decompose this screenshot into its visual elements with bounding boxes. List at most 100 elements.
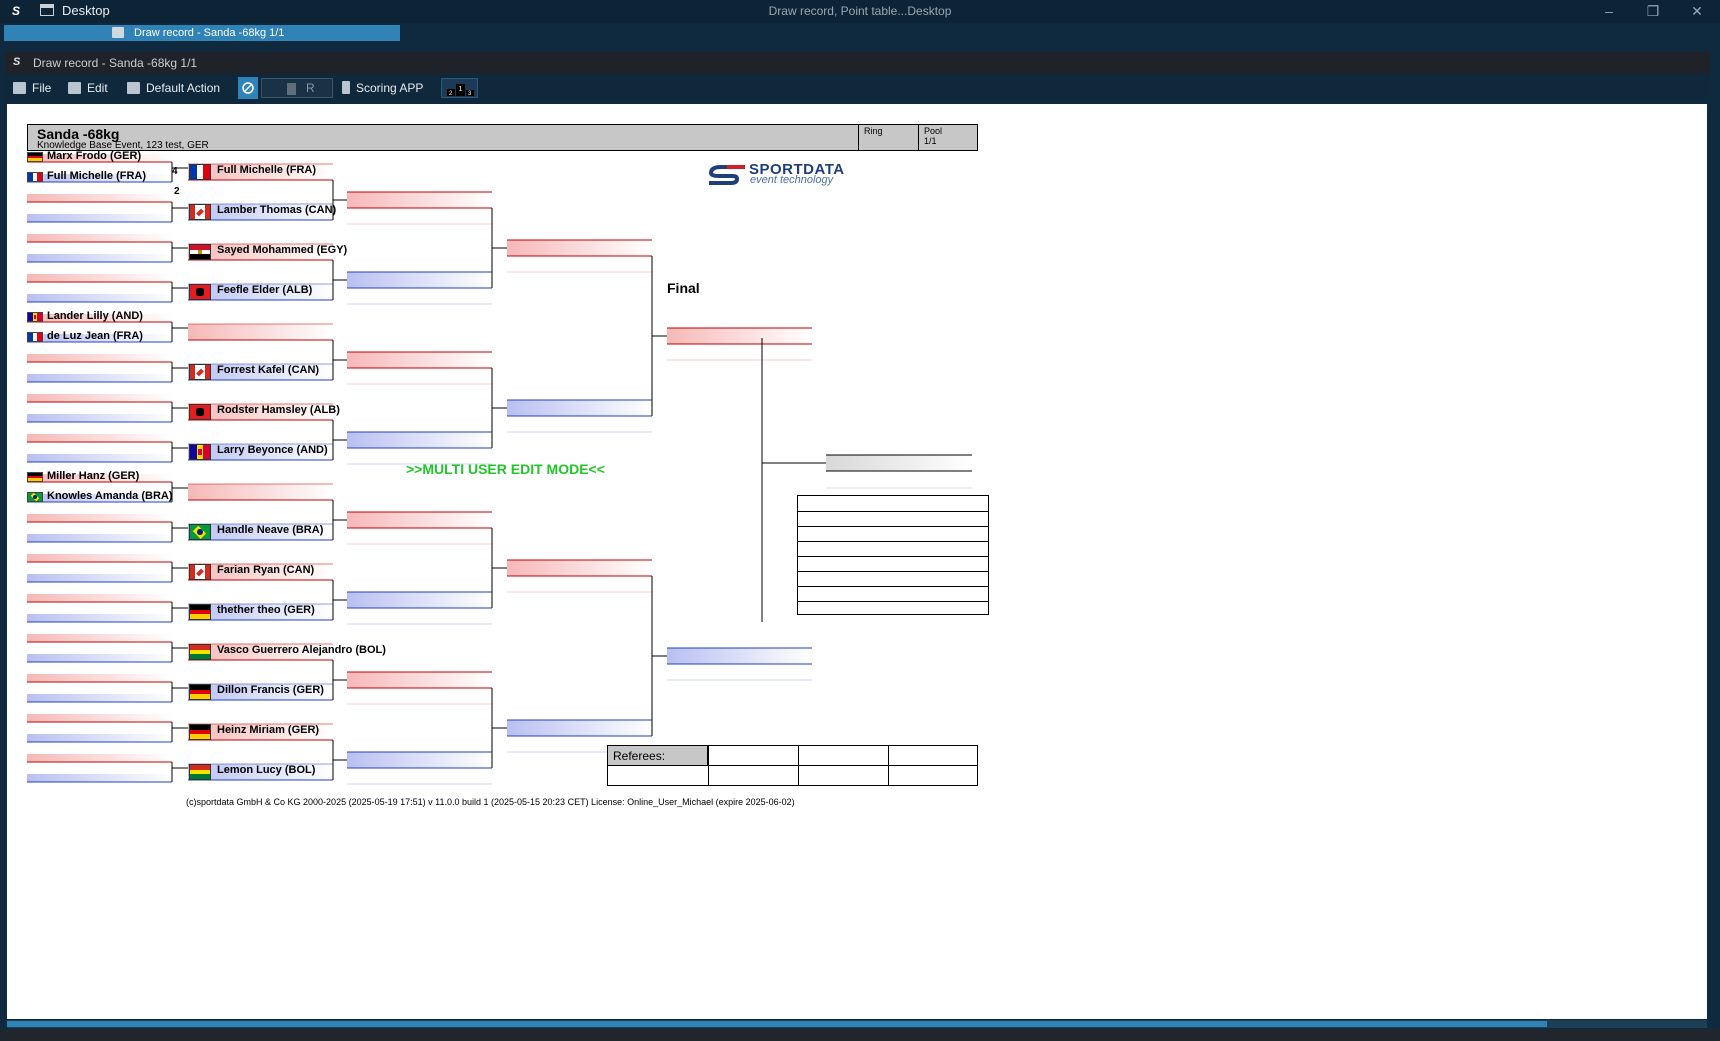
window-action-icon — [127, 82, 140, 94]
tab-label: Draw record - Sanda -68kg 1/1 — [134, 27, 285, 39]
event-header: Sanda -68kg Knowledge Base Event, 123 te… — [27, 124, 978, 151]
scoring-app-button[interactable]: Scoring APP — [342, 80, 423, 96]
referees-label: Referees: — [608, 746, 708, 765]
sportdata-logo-text: SPORTDATA — [749, 161, 845, 178]
competitor-name[interactable]: Farian Ryan (CAN) — [217, 564, 315, 576]
svg-text:3: 3 — [468, 91, 472, 97]
pool-value: 1/1 — [924, 136, 937, 146]
competitor-name[interactable]: Full Michelle (FRA) — [47, 170, 146, 182]
default-action-label: Default Action — [146, 81, 221, 95]
referees-col-3 — [888, 746, 889, 785]
sportdata-logo-tagline: event technology — [750, 174, 834, 186]
referees-table: Referees: — [607, 745, 978, 786]
svg-text:1: 1 — [459, 86, 463, 93]
ring-selector-label: R — [306, 81, 315, 95]
file-menu[interactable]: File — [13, 80, 51, 96]
flag-can-icon — [189, 204, 211, 220]
license-footer: (c)sportdata GmbH & Co KG 2000-2025 (202… — [186, 797, 795, 807]
window-title: Draw record, Point table...Desktop — [768, 4, 952, 18]
tab-draw-record[interactable]: Draw record - Sanda -68kg 1/1 — [4, 25, 400, 41]
competitor-name[interactable]: Forrest Kafel (CAN) — [217, 364, 320, 376]
ranking-row-divider — [798, 511, 988, 512]
flag-alb-icon — [189, 404, 211, 420]
default-action-menu[interactable]: Default Action — [127, 80, 220, 96]
referees-col-2 — [798, 746, 799, 785]
competitor-name[interactable]: Lemon Lucy (BOL) — [217, 764, 316, 776]
ranking-row-divider — [798, 601, 988, 602]
flag-ger-icon — [189, 684, 211, 700]
referees-col-1 — [708, 746, 709, 785]
pool-label: Pool — [924, 126, 943, 136]
ring-selector[interactable]: R — [261, 78, 333, 98]
multi-user-mode-indicator: >>MULTI USER EDIT MODE<< — [406, 461, 605, 477]
flag-bra-icon — [189, 524, 211, 540]
competitor-name[interactable]: Feefle Elder (ALB) — [217, 284, 313, 296]
competitor-name[interactable]: Dillon Francis (GER) — [217, 684, 324, 696]
flag-and-icon — [189, 444, 211, 460]
competitor-name[interactable]: Handle Neave (BRA) — [217, 524, 324, 536]
competitor-name[interactable]: Larry Beyonce (AND) — [217, 444, 328, 456]
toolbar: File Edit Default Action R Scoring APP 2… — [5, 74, 1710, 102]
competitor-name[interactable]: Knowles Amanda (BRA) — [47, 490, 173, 502]
referees-divider — [608, 765, 977, 766]
flag-bol-icon — [189, 764, 211, 780]
restore-button[interactable]: ❐ — [1646, 3, 1660, 19]
ring-cell: Ring — [858, 125, 918, 150]
window-icon — [40, 4, 54, 16]
final-label: Final — [667, 280, 700, 296]
scoring-app-label: Scoring APP — [356, 81, 424, 95]
flag-alb-icon — [189, 284, 211, 300]
document-icon — [112, 27, 124, 38]
flag-and-icon — [27, 312, 43, 322]
competitor-name[interactable]: Heinz Miriam (GER) — [217, 724, 320, 736]
flag-can-icon — [189, 364, 211, 380]
ranking-row-divider — [798, 541, 988, 542]
edit-menu[interactable]: Edit — [68, 80, 108, 96]
flag-can-icon — [189, 564, 211, 580]
flag-fra-icon — [27, 332, 43, 342]
ranking-table — [797, 495, 989, 615]
inner-window-title-text: Draw record - Sanda -68kg 1/1 — [33, 56, 198, 70]
app-name: Desktop — [62, 3, 110, 18]
flag-fra-icon — [189, 164, 211, 180]
podium-icon: 213 — [447, 84, 474, 97]
ranking-row-divider — [798, 526, 988, 527]
competitor-name[interactable]: Sayed Mohammed (EGY) — [217, 244, 348, 256]
link-icon — [242, 82, 254, 94]
horizontal-scrollbar[interactable] — [7, 1020, 1707, 1028]
competitor-name[interactable]: Miller Hanz (GER) — [47, 470, 140, 482]
competitor-name[interactable]: thether theo (GER) — [217, 604, 315, 616]
flag-ger-icon — [189, 604, 211, 620]
folder-icon — [13, 82, 26, 94]
competitor-name[interactable]: Lander Lilly (AND) — [47, 310, 143, 322]
competitor-name[interactable]: Rodster Hamsley (ALB) — [217, 404, 340, 416]
flag-ger-icon — [27, 152, 43, 162]
flag-egy-icon — [189, 244, 211, 260]
edit-menu-label: Edit — [87, 81, 108, 95]
svg-text:2: 2 — [449, 91, 453, 97]
minimize-button[interactable]: – — [1605, 3, 1613, 19]
competitor-name[interactable]: de Luz Jean (FRA) — [47, 330, 143, 342]
score-red-bout1: 4 — [172, 166, 178, 177]
close-button[interactable]: ✕ — [1691, 3, 1703, 19]
flag-fra-icon — [27, 172, 43, 182]
title-bar: S Desktop Draw record, Point table...Des… — [0, 0, 1720, 23]
event-subtitle: Knowledge Base Event, 123 test, GER — [37, 140, 209, 151]
flag-bol-icon — [189, 644, 211, 660]
ring-label: Ring — [864, 126, 883, 136]
competitor-name[interactable]: Vasco Guerrero Alejandro (BOL) — [217, 644, 386, 656]
phone-icon — [342, 81, 350, 94]
competitor-name[interactable]: Full Michelle (FRA) — [217, 164, 316, 176]
edit-icon — [68, 82, 81, 94]
ring-icon — [287, 83, 296, 95]
document-tab-bar: Draw record - Sanda -68kg 1/1 — [0, 23, 1720, 45]
scrollbar-thumb[interactable] — [7, 1021, 1547, 1027]
competitor-name[interactable]: Lamber Thomas (CAN) — [217, 204, 337, 216]
link-toggle-button[interactable] — [238, 77, 258, 99]
event-name: Sanda -68kg — [37, 126, 120, 142]
score-blue-bout1: 2 — [174, 186, 180, 197]
competitor-name[interactable]: Marx Frodo (GER) — [47, 150, 142, 162]
sportdata-app-icon: S — [8, 4, 24, 18]
